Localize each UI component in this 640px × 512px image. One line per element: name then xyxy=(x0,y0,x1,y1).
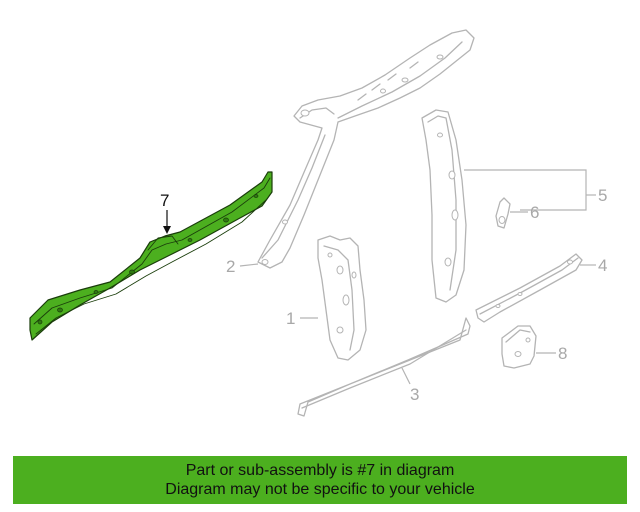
callout-2-label: 2 xyxy=(226,257,235,276)
callout-1-label: 1 xyxy=(286,309,295,328)
callout-7: 7 xyxy=(160,191,171,234)
callout-6: 6 xyxy=(510,203,539,222)
callout-4-label: 4 xyxy=(598,256,607,275)
banner-line-2: Diagram may not be specific to your vehi… xyxy=(165,481,475,498)
callout-5: 5 xyxy=(464,169,607,211)
callout-6-label: 6 xyxy=(530,203,539,222)
callout-8-label: 8 xyxy=(558,344,567,363)
part-1-pillar-reinforcement[interactable] xyxy=(317,235,367,361)
parts-diagram: 1 2 3 4 5 6 7 8 xyxy=(29,29,607,417)
part-5-center-pillar[interactable] xyxy=(421,109,467,303)
part-6-bracket[interactable] xyxy=(495,197,511,229)
callout-3: 3 xyxy=(401,367,419,404)
callout-7-label: 7 xyxy=(160,191,169,210)
part-8-bracket[interactable] xyxy=(501,325,537,369)
callout-1: 1 xyxy=(286,309,318,328)
part-7-side-sill-highlighted[interactable] xyxy=(29,171,273,341)
callout-5-label: 5 xyxy=(598,186,607,205)
part-4-rocker-reinforcement[interactable] xyxy=(475,253,583,323)
callout-3-label: 3 xyxy=(410,385,419,404)
callout-2: 2 xyxy=(226,257,259,276)
callout-8: 8 xyxy=(536,344,567,363)
part-3-lower-sill[interactable] xyxy=(297,317,471,417)
banner-line-1: Part or sub-assembly is #7 in diagram xyxy=(185,462,455,479)
callout-4: 4 xyxy=(580,256,607,275)
part-2-front-pillar[interactable] xyxy=(257,29,475,269)
info-banner: Part or sub-assembly is #7 in diagram Di… xyxy=(13,456,627,504)
